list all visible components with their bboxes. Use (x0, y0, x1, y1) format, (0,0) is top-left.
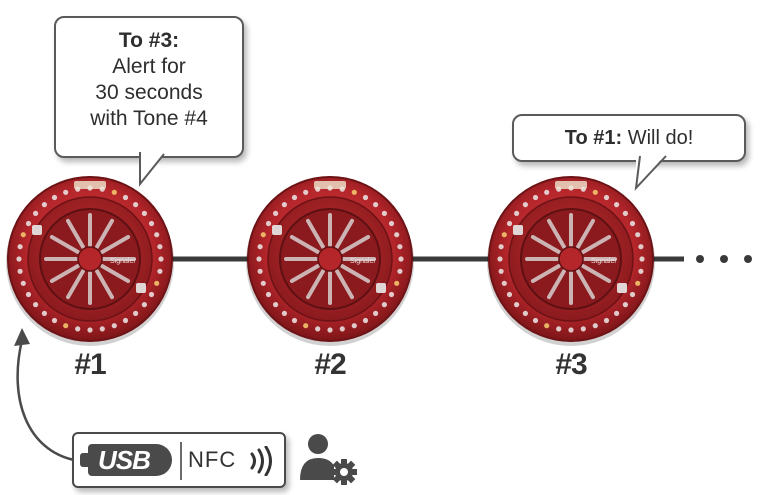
divider (180, 442, 182, 480)
unit3-speech-bubble: To #1: Will do! (512, 114, 746, 162)
continuation-dot (744, 255, 752, 263)
continuation-dot (696, 255, 704, 263)
device-brand-label: Signaler (110, 258, 136, 265)
usb-label: USB (98, 445, 151, 475)
bubble-line: with Tone #4 (90, 107, 208, 130)
unit1-speech-bubble: To #3: Alert for 30 seconds with Tone #4 (54, 16, 244, 158)
bubble-tail (139, 150, 166, 187)
bubble-tail (634, 154, 667, 191)
bubble-text: Will do! (627, 127, 694, 149)
nfc-waves-icon (250, 446, 272, 476)
usb-icon: USB (80, 444, 172, 476)
nfc-label: NFC (188, 447, 237, 472)
continuation-dot (720, 255, 728, 263)
device-brand-label: Signaler (350, 258, 376, 265)
config-arrow-head (14, 328, 30, 346)
config-arrow (16, 339, 75, 462)
bubble-line: Alert for (112, 55, 186, 78)
alarm-device-3: Signaler (487, 176, 655, 346)
user-settings-icon[interactable] (298, 432, 362, 488)
unit-label-2: #2 (314, 348, 346, 381)
unit-label-1: #1 (74, 348, 106, 381)
device-brand-label: Signaler (591, 258, 617, 265)
bubble-heading: To #1: (564, 127, 623, 149)
alarm-device-1: Signaler (6, 176, 174, 346)
unit-label-3: #3 (555, 348, 587, 381)
devices-layer: Signaler Signaler Signaler (6, 176, 655, 346)
bubble-line: 30 seconds (95, 81, 203, 104)
usb-nfc-config-panel[interactable]: USB NFC (72, 432, 286, 488)
alarm-device-2: Signaler (246, 176, 414, 346)
bubble-heading: To #3: (118, 29, 180, 52)
usb-plug-tip (80, 453, 90, 467)
